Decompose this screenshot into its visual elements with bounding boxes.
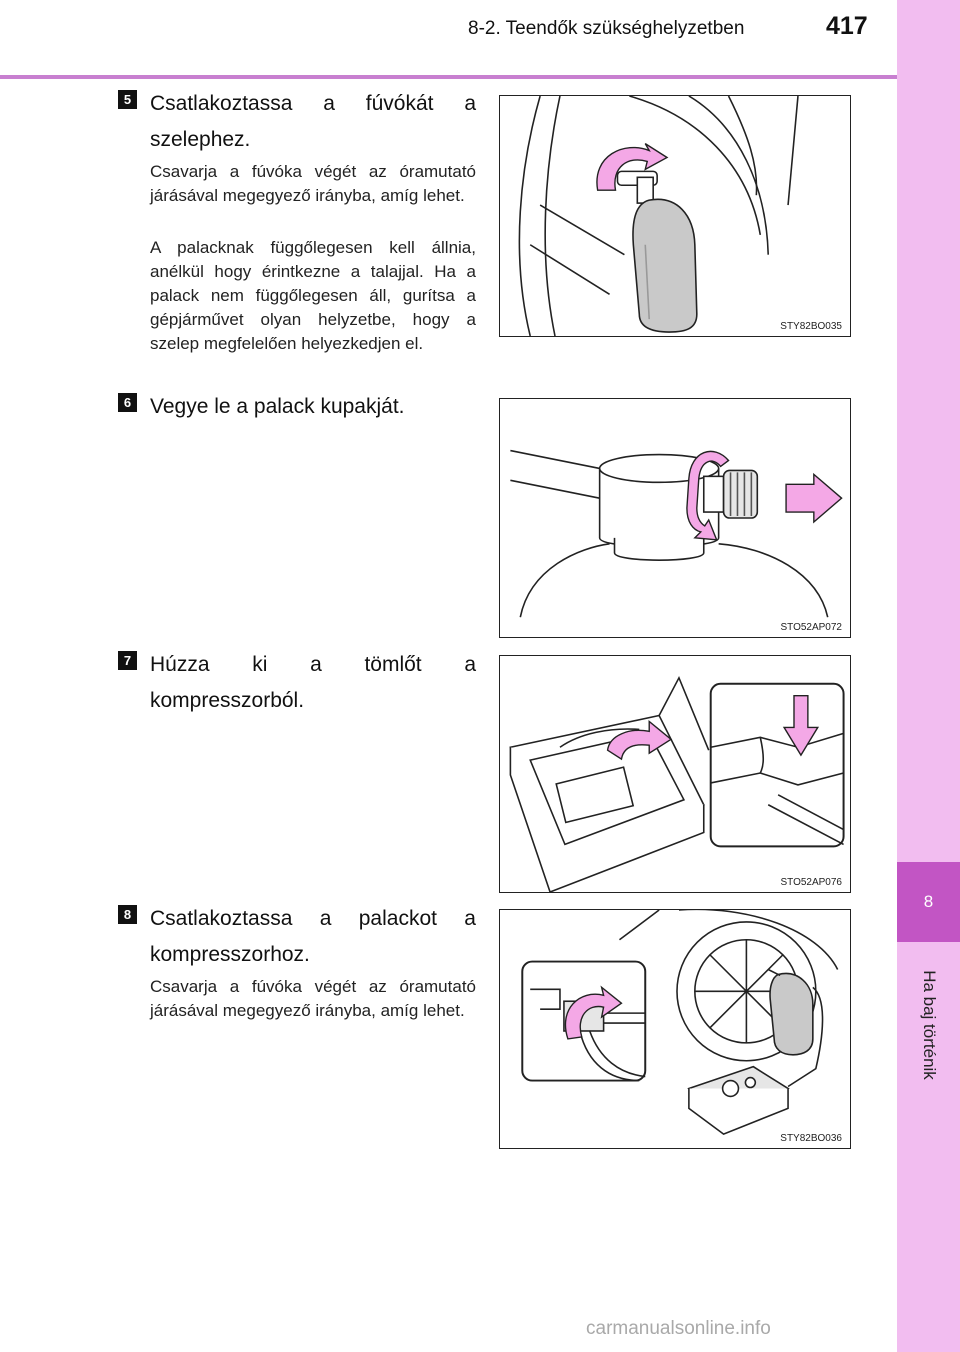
- step-badge-5: 5: [118, 90, 137, 109]
- rotate-arrow-icon: [596, 143, 669, 191]
- step-heading-8: Csatlakoztassa a palackot a kompresszorh…: [150, 907, 476, 966]
- illustration-bottle-compressor-connection: [521, 910, 839, 1136]
- page-number: 417: [826, 12, 868, 40]
- illustration-compressor-hose: [509, 675, 845, 892]
- step-badge-8: 8: [118, 905, 137, 924]
- figure-pull-hose: STO52AP076: [499, 655, 851, 893]
- step-heading-6: Vegye le a palack kupakját.: [150, 395, 405, 418]
- figure-code: STY82BO035: [778, 321, 844, 332]
- figure-code: STY82BO036: [778, 1133, 844, 1144]
- watermark: carmanualsonline.info: [586, 1318, 771, 1339]
- chapter-number-tab: 8: [897, 862, 960, 942]
- step-heading-7: Húzza ki a tömlőt a kompresszorból.: [150, 653, 476, 712]
- figure-nozzle-to-valve: STY82BO035: [499, 95, 851, 337]
- section-title: 8-2. Teendők szükséghelyzetben: [468, 18, 745, 39]
- rotate-arrow-icon: [606, 719, 673, 761]
- pull-arrow-icon: [785, 472, 843, 524]
- rotate-arrow-icon: [564, 985, 623, 1040]
- step-badge-7: 7: [118, 651, 137, 670]
- illustration-tire-valve-bottle: [518, 96, 799, 336]
- chapter-title-vertical: Ha baj történik: [899, 955, 959, 1095]
- chapter-sidebar: [897, 0, 960, 1352]
- step-heading-5: Csatlakoztassa a fúvókát a szelephez.: [150, 92, 476, 151]
- rotate-arrow-icon: [686, 450, 730, 541]
- step-text-8a: Csavarja a fúvóka végét az óramutató jár…: [150, 977, 476, 1020]
- illustration-bottle-cap: [510, 449, 843, 618]
- step-badge-6: 6: [118, 393, 137, 412]
- step-text-5a: Csavarja a fúvóka végét az óramutató jár…: [150, 162, 476, 205]
- step-text-5b: A palacknak függőlegesen kell állnia, an…: [150, 238, 476, 353]
- figure-code: STO52AP076: [778, 877, 844, 888]
- chapter-title-text: Ha baj történik: [920, 970, 939, 1080]
- figure-remove-bottle-cap: STO52AP072: [499, 398, 851, 638]
- header-rule: [0, 75, 897, 79]
- press-down-arrow-icon: [782, 694, 820, 757]
- figure-bottle-to-compressor: STY82BO036: [499, 909, 851, 1149]
- figure-code: STO52AP072: [778, 622, 844, 633]
